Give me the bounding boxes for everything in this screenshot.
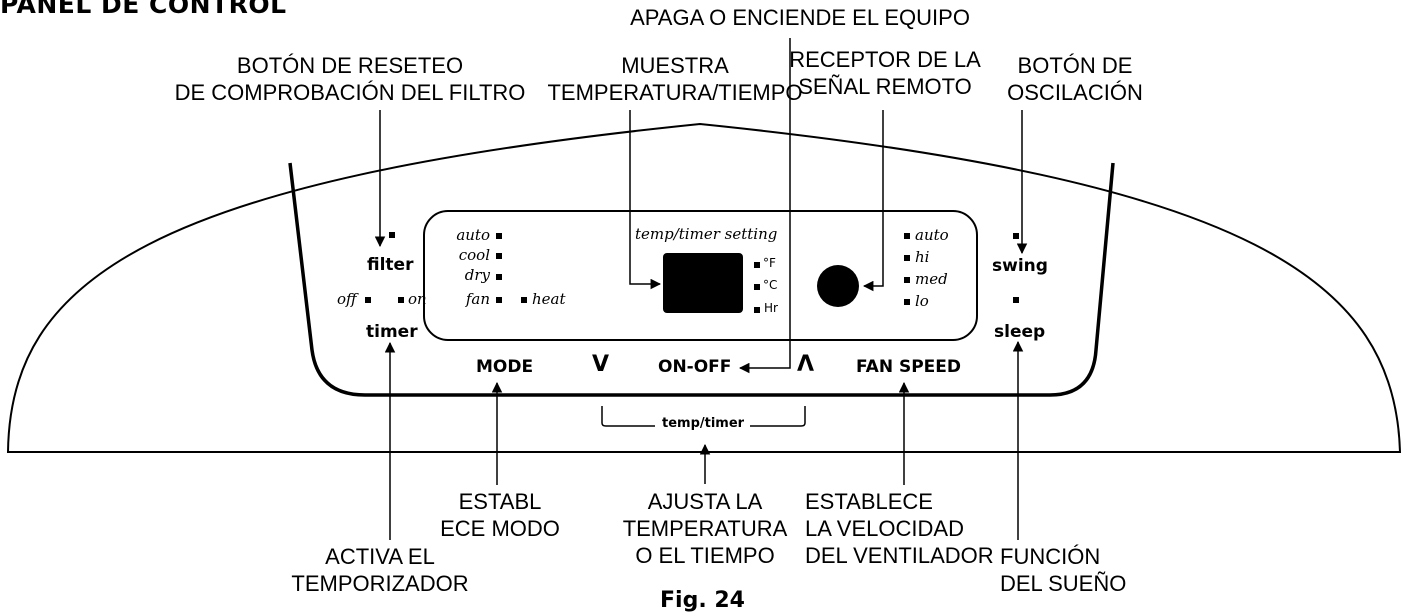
up-button[interactable]: Λ [797,352,815,377]
sleep-callout: FUNCIÓN DEL SUEÑO [1000,544,1127,596]
display-label: temp/timer setting [635,225,778,243]
timer-off-label: off [337,290,357,308]
mode-indicator-dry: dry [464,266,490,284]
filter-button[interactable]: filter [367,255,414,275]
remote-receiver-icon [817,265,859,307]
temp-timer-callout: AJUSTA LA TEMPERATURA O EL TIEMPO [622,489,788,568]
fan-led-auto [904,233,910,239]
fan-indicator-auto: auto [915,226,949,244]
filter-reset-callout: BOTÓN DE RESETEO DE COMPROBACIÓN DEL FIL… [174,53,526,105]
mode-callout: ESTABL ECE MODO [440,489,560,541]
mode-led-fan [496,297,502,303]
fan-led-hi [904,255,910,261]
remote-callout: RECEPTOR DE LA SEÑAL REMOTO [789,47,981,99]
unit-led-f [754,262,760,268]
down-button[interactable]: V [592,352,610,377]
fan-speed-callout: ESTABLECE LA VELOCIDAD DEL VENTILADOR [805,489,994,568]
timer-callout: ACTIVA EL TEMPORIZADOR [291,544,469,596]
mode-indicator-auto: auto [456,226,490,244]
filter-led [389,232,395,238]
on-off-button[interactable]: ON-OFF [658,357,732,377]
timer-off-led [365,297,371,303]
temperature-display [663,253,743,313]
indicator-window [423,210,978,341]
unit-c: °C [763,278,778,292]
mode-led-cool [496,253,502,259]
swing-button[interactable]: swing [992,256,1048,276]
swing-led [1013,233,1019,239]
mode-button[interactable]: MODE [476,357,534,377]
unit-led-c [754,284,760,290]
temp-timer-bracket-label: temp/timer [662,416,745,431]
mode-led-heat [521,297,527,303]
sleep-button[interactable]: sleep [994,322,1046,342]
display-leader [629,110,662,290]
power-callout: APAGA O ENCIENDE EL EQUIPO [630,5,970,30]
temp-timer-bracket [601,406,806,427]
swing-callout: BOTÓN DE OSCILACIÓN [1007,53,1143,105]
control-panel-outline [288,162,1115,397]
fan-indicator-med: med [915,270,948,288]
mode-led-auto [496,233,502,239]
timer-on-led [398,297,404,303]
mode-led-dry [496,274,502,280]
timer-button[interactable]: timer [366,322,418,342]
unit-led-hr [754,307,760,313]
unit-hr: Hr [764,301,778,315]
page-heading: PANEL DE CONTROL [0,0,287,19]
mode-indicator-fan: fan [465,290,490,308]
timer-on-label: on [408,290,427,308]
power-leader [738,38,791,374]
fan-speed-button[interactable]: FAN SPEED [856,357,962,377]
fan-led-med [904,277,910,283]
figure-caption: Fig. 24 [660,588,745,613]
display-callout: MUESTRA TEMPERATURA/TIEMPO [547,53,803,105]
mode-indicator-heat: heat [532,290,566,308]
unit-f: °F [763,256,776,270]
fan-led-lo [904,299,910,305]
mode-indicator-cool: cool [458,246,490,264]
fan-indicator-lo: lo [915,292,929,310]
housing-outline [6,122,1402,453]
fan-indicator-hi: hi [915,248,930,266]
remote-leader [862,110,884,292]
sleep-led [1013,297,1019,303]
panel-line-art [6,38,1402,540]
